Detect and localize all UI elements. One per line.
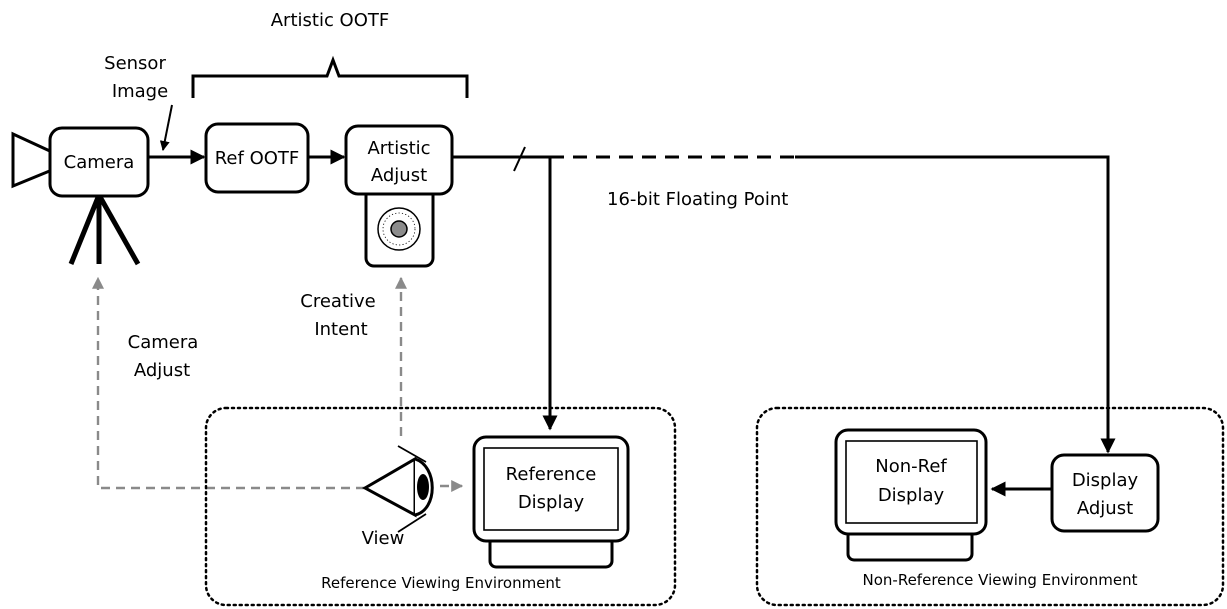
camera-adjust-label-1: Camera bbox=[128, 332, 199, 353]
floating-point-label: 16-bit Floating Point bbox=[607, 189, 788, 210]
creative-intent-label-2: Intent bbox=[314, 319, 367, 340]
camera-adjust-feedback bbox=[92, 276, 365, 490]
nonref-display-label-2: Display bbox=[878, 485, 945, 506]
flow-arrow-to-display-adjust bbox=[795, 155, 1116, 454]
sensor-image-label: Sensor bbox=[104, 53, 166, 74]
nonref-display-icon bbox=[834, 428, 988, 562]
reference-display-label-1: Reference bbox=[506, 464, 597, 485]
sensor-image-arrow bbox=[159, 104, 173, 151]
artistic-ootf-label: Artistic OOTF bbox=[271, 10, 390, 31]
artistic-adjust-label-1: Artistic bbox=[367, 138, 430, 159]
reference-display-icon bbox=[472, 435, 630, 569]
reference-display-label-2: Display bbox=[518, 492, 585, 513]
knob-icon bbox=[390, 220, 408, 238]
creative-intent-label-1: Creative bbox=[300, 291, 375, 312]
nonref-display-label-1: Non-Ref bbox=[875, 456, 947, 477]
sensor-image-label-2: Image bbox=[112, 81, 168, 102]
ref-ootf-label: Ref OOTF bbox=[215, 148, 300, 169]
reference-environment-label: Reference Viewing Environment bbox=[321, 574, 561, 592]
display-adjust-label-2: Adjust bbox=[1077, 498, 1133, 519]
camera-label: Camera bbox=[64, 152, 135, 173]
eye-icon bbox=[361, 445, 434, 533]
camera-adjust-label-2: Adjust bbox=[134, 360, 190, 381]
bitdepth-slash bbox=[513, 146, 526, 172]
artistic-adjust-device bbox=[344, 124, 454, 268]
reference-environment-border bbox=[204, 406, 677, 607]
artistic-ootf-brace bbox=[191, 55, 469, 98]
artistic-adjust-label-2: Adjust bbox=[371, 165, 427, 186]
display-adjust-box bbox=[1050, 453, 1160, 533]
nonref-environment-border bbox=[755, 406, 1225, 607]
view-label: View bbox=[362, 528, 405, 549]
nonref-environment-label: Non-Reference Viewing Environment bbox=[863, 571, 1138, 589]
display-adjust-label-1: Display bbox=[1072, 470, 1139, 491]
camera-icon bbox=[11, 126, 150, 266]
